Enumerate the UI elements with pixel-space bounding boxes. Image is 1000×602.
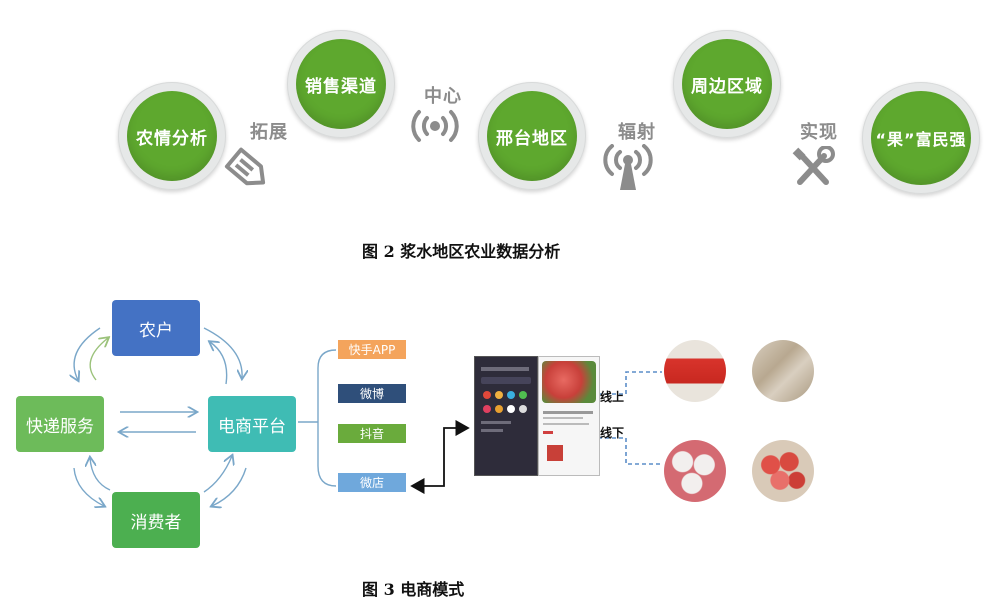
online-label: 线上 [600,390,625,404]
channel-kuaishou: 快手APP [338,340,406,359]
node-surrounding-area-label: 周边区域 [691,76,763,97]
offline-label: 线下 [600,426,625,440]
node-agri-analysis: 农情分析 [118,82,226,190]
connector-realize: 实现 [800,122,838,143]
fig2-caption: 图 2 浆水地区农业数据分析 [362,242,561,261]
channel-douyin: 抖音 [338,424,406,443]
signal-icon [411,110,459,142]
connector-radiate: 辐射 [618,122,656,143]
tag-icon [224,147,266,186]
broadcast-tower-icon [603,144,653,190]
node-sales-channel: 销售渠道 [287,30,395,138]
photo-wrapped-apples [664,440,726,502]
node-fruit-prosperity: “果”富民强 [862,82,980,194]
channel-weibo: 微博 [338,384,406,403]
connector-center: 中心 [424,86,462,107]
tools-icon [792,146,835,185]
node-surrounding-area: 周边区域 [673,30,781,138]
phone-share-panel [474,356,538,476]
channel-weidian: 微店 [338,473,406,492]
flow-arrows [0,327,662,580]
photo-apple-boxes-red [664,340,726,402]
node-agri-analysis-label: 农情分析 [136,128,208,149]
consumer-box: 消费者 [112,492,200,548]
fig3-caption: 图 3 电商模式 [362,580,465,599]
node-xingtai-region: 邢台地区 [478,82,586,190]
photo-stacked-cartons [752,340,814,402]
connector-expand: 拓展 [250,122,288,143]
photo-apples-basket [752,440,814,502]
node-xingtai-region-label: 邢台地区 [496,128,568,149]
platform-box: 电商平台 [208,396,296,452]
node-fruit-prosperity-label: “果”富民强 [875,130,967,149]
node-sales-channel-label: 销售渠道 [305,76,377,97]
phone-product-panel [538,356,600,476]
express-box: 快递服务 [16,396,104,452]
farmer-box: 农户 [112,300,200,356]
